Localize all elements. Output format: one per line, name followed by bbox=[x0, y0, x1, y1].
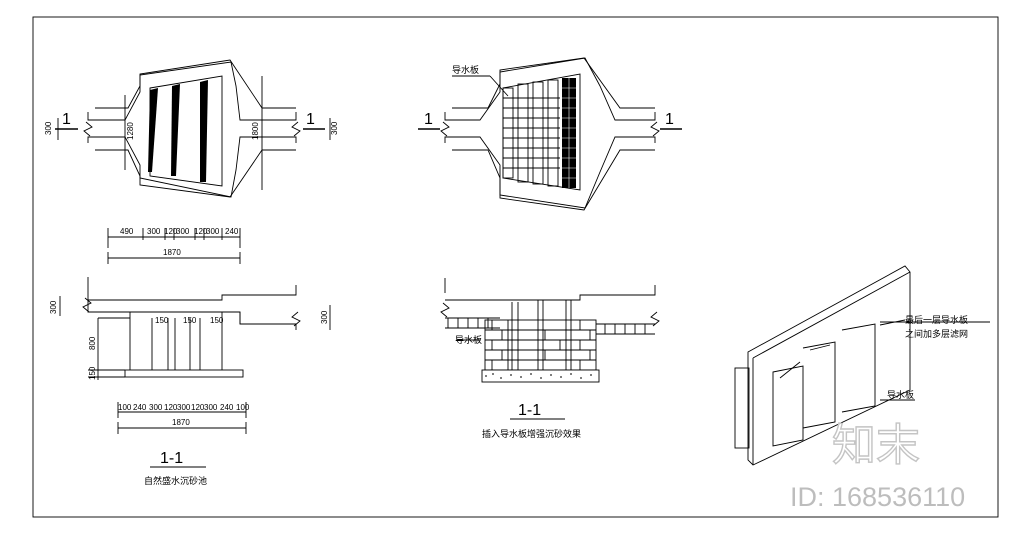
section-left-baffle-dim-1: 150 bbox=[183, 316, 197, 325]
plan-left-section-mark-right: 1 bbox=[306, 111, 315, 128]
section-left-dim-0: 100 bbox=[118, 403, 132, 412]
brick-columns bbox=[502, 78, 576, 188]
plan-left-pipe-dim: 300 bbox=[44, 121, 53, 135]
plan-left-dim-4: 120 bbox=[194, 227, 208, 236]
plan-left-pipe-dim-right: 300 bbox=[330, 121, 339, 135]
plan-right-section-mark-left: 1 bbox=[424, 111, 433, 128]
section-left-caption: 自然盛水沉砂池 bbox=[144, 475, 207, 487]
plan-left-inner-height: 1280 bbox=[126, 122, 135, 140]
section-left-dim-7: 240 bbox=[220, 403, 234, 412]
plan-left-section-mark-left: 1 bbox=[62, 111, 71, 128]
plan-left-dim-6: 240 bbox=[225, 227, 239, 236]
section-right-baffle-label: 导水板 bbox=[455, 334, 482, 346]
watermark: 知末 ID: 168536110 bbox=[790, 419, 965, 512]
iso-note-line1: 最后一层导水板 bbox=[905, 314, 968, 326]
section-left-baffle-dim-2: 150 bbox=[210, 316, 224, 325]
section-left-dim-5: 120 bbox=[191, 403, 205, 412]
plan-left-dim-0: 490 bbox=[120, 227, 134, 236]
section-left-right-dim: 300 bbox=[320, 310, 329, 324]
section-right-title: 1-1 bbox=[518, 402, 541, 419]
iso-baffle-label: 导水板 bbox=[887, 389, 914, 401]
drawing-frame bbox=[32, 16, 999, 518]
iso-note-line2: 之间加多层滤网 bbox=[905, 328, 968, 340]
section-left-baffle-dim-0: 150 bbox=[155, 316, 169, 325]
section-right: 导水板 1-1 插入导水板增强沉砂效果 bbox=[440, 278, 660, 440]
plan-left-dim-5: 300 bbox=[206, 227, 220, 236]
section-left-base-dim: 150 bbox=[88, 366, 97, 380]
plan-left-total: 1870 bbox=[163, 248, 181, 257]
plan-right: 1 1 导水板 bbox=[418, 57, 682, 211]
section-left-depth-dim: 800 bbox=[88, 336, 97, 350]
section-left-dim-8: 100 bbox=[236, 403, 250, 412]
section-left-title: 1-1 bbox=[160, 450, 183, 467]
section-left-dim-3: 120 bbox=[164, 403, 178, 412]
section-left-dim-1: 240 bbox=[133, 403, 147, 412]
plan-left-dim-1: 300 bbox=[147, 227, 161, 236]
iso-view: 最后一层导水板 之间加多层滤网 导水板 bbox=[734, 265, 990, 466]
section-right-caption: 插入导水板增强沉砂效果 bbox=[482, 428, 581, 440]
plan-left: 1 1 300 1280 1800 300 490 300 120 300 12… bbox=[44, 59, 339, 264]
section-left-dim-2: 300 bbox=[149, 403, 163, 412]
section-left-dim-4: 300 bbox=[177, 403, 191, 412]
plan-right-section-mark-right: 1 bbox=[665, 111, 674, 128]
section-left-dim-6: 300 bbox=[204, 403, 218, 412]
plan-left-outer-height: 1800 bbox=[251, 122, 260, 140]
section-left-top-dim: 300 bbox=[49, 300, 58, 314]
section-left: 150 150 150 300 300 800 150 100 240 300 … bbox=[49, 277, 331, 487]
plan-left-dim-3: 300 bbox=[176, 227, 190, 236]
plan-left-dim-2: 120 bbox=[164, 227, 178, 236]
section-left-total: 1870 bbox=[172, 418, 190, 427]
watermark-site-text: 知末 bbox=[832, 420, 920, 471]
plan-right-baffle-label: 导水板 bbox=[452, 64, 479, 76]
watermark-id-text: ID: 168536110 bbox=[790, 482, 965, 512]
